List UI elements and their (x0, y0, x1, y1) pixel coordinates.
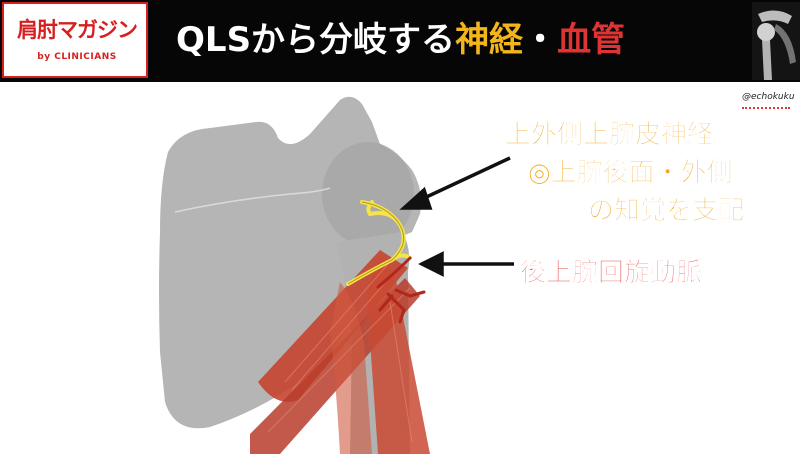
logo: 肩肘マガジン by CLINICIANS (2, 2, 148, 78)
artery-label: 後上腕回旋動脈 (520, 258, 703, 289)
humeral-head (322, 142, 414, 246)
anatomy-illustration (159, 96, 514, 454)
logo-subtitle: by CLINICIANS (37, 52, 117, 62)
title-separator: ・ (523, 20, 558, 60)
title-part-vessel: 血管 (557, 20, 626, 60)
title-part-nerve: 神経 (455, 20, 524, 60)
artery-pointer-arrow (418, 251, 514, 277)
header-bar: 肩肘マガジン by CLINICIANS QLSから分岐する神経・血管 (0, 0, 800, 82)
posterior-circumflex-humeral-artery (376, 256, 426, 324)
lateral-triceps-muscle (330, 282, 372, 454)
nerve-label-name: 上外側上腕皮神経 (505, 120, 714, 151)
page-title: QLSから分岐する神経・血管 (176, 14, 625, 66)
nerve-label-desc-1: ◎上腕後面・外側 (528, 158, 733, 189)
xray-thumbnail-icon (752, 2, 800, 80)
author-handle: @echokuku (742, 92, 795, 102)
nerve-label-desc-2: の知覚を支配 (588, 196, 745, 227)
handle-underline (742, 105, 790, 109)
nerve-pointer-arrow (399, 156, 511, 210)
title-part-main: QLSから分岐する (176, 20, 456, 60)
logo-title: 肩肘マガジン (17, 18, 138, 42)
